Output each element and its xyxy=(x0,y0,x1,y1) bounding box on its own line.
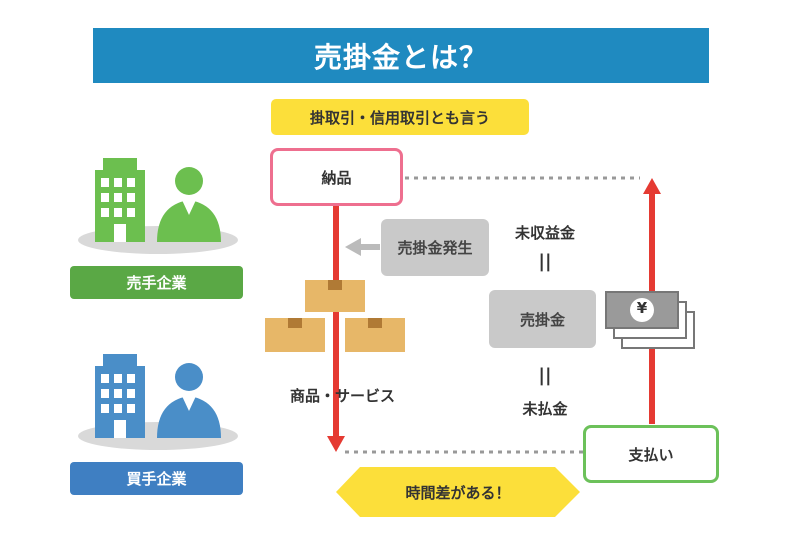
equals-sign-top: || xyxy=(538,251,552,272)
gray-arrowhead-left xyxy=(345,238,361,256)
red-arrowhead-down xyxy=(327,436,345,452)
seller-company-icon xyxy=(78,158,238,254)
payment-node: 支払い xyxy=(583,425,719,483)
seller-company-label: 売手企業 xyxy=(70,266,243,299)
money-icon xyxy=(605,291,695,349)
delivery-node: 納品 xyxy=(270,148,403,206)
package-icon xyxy=(265,280,405,352)
red-arrowhead-up xyxy=(643,178,661,194)
yen-symbol: ¥ xyxy=(636,299,648,317)
goods-services-label: 商品・サービス xyxy=(289,387,395,405)
equals-sign-bottom: || xyxy=(538,365,552,386)
buyer-company-label: 買手企業 xyxy=(70,462,243,495)
receivable-box: 売掛金 xyxy=(489,290,596,348)
unearned-label: 未収益金 xyxy=(514,224,575,242)
buyer-company-icon xyxy=(78,354,238,450)
subtitle-badge: 掛取引・信用取引とも言う xyxy=(271,99,529,135)
unpaid-label: 未払金 xyxy=(522,400,568,418)
time-gap-shape xyxy=(336,467,580,517)
page-title: 売掛金とは？ xyxy=(93,28,709,83)
receivable-occurs-box: 売掛金発生 xyxy=(381,219,489,276)
time-gap-label: 時間差がある！ xyxy=(405,484,511,502)
